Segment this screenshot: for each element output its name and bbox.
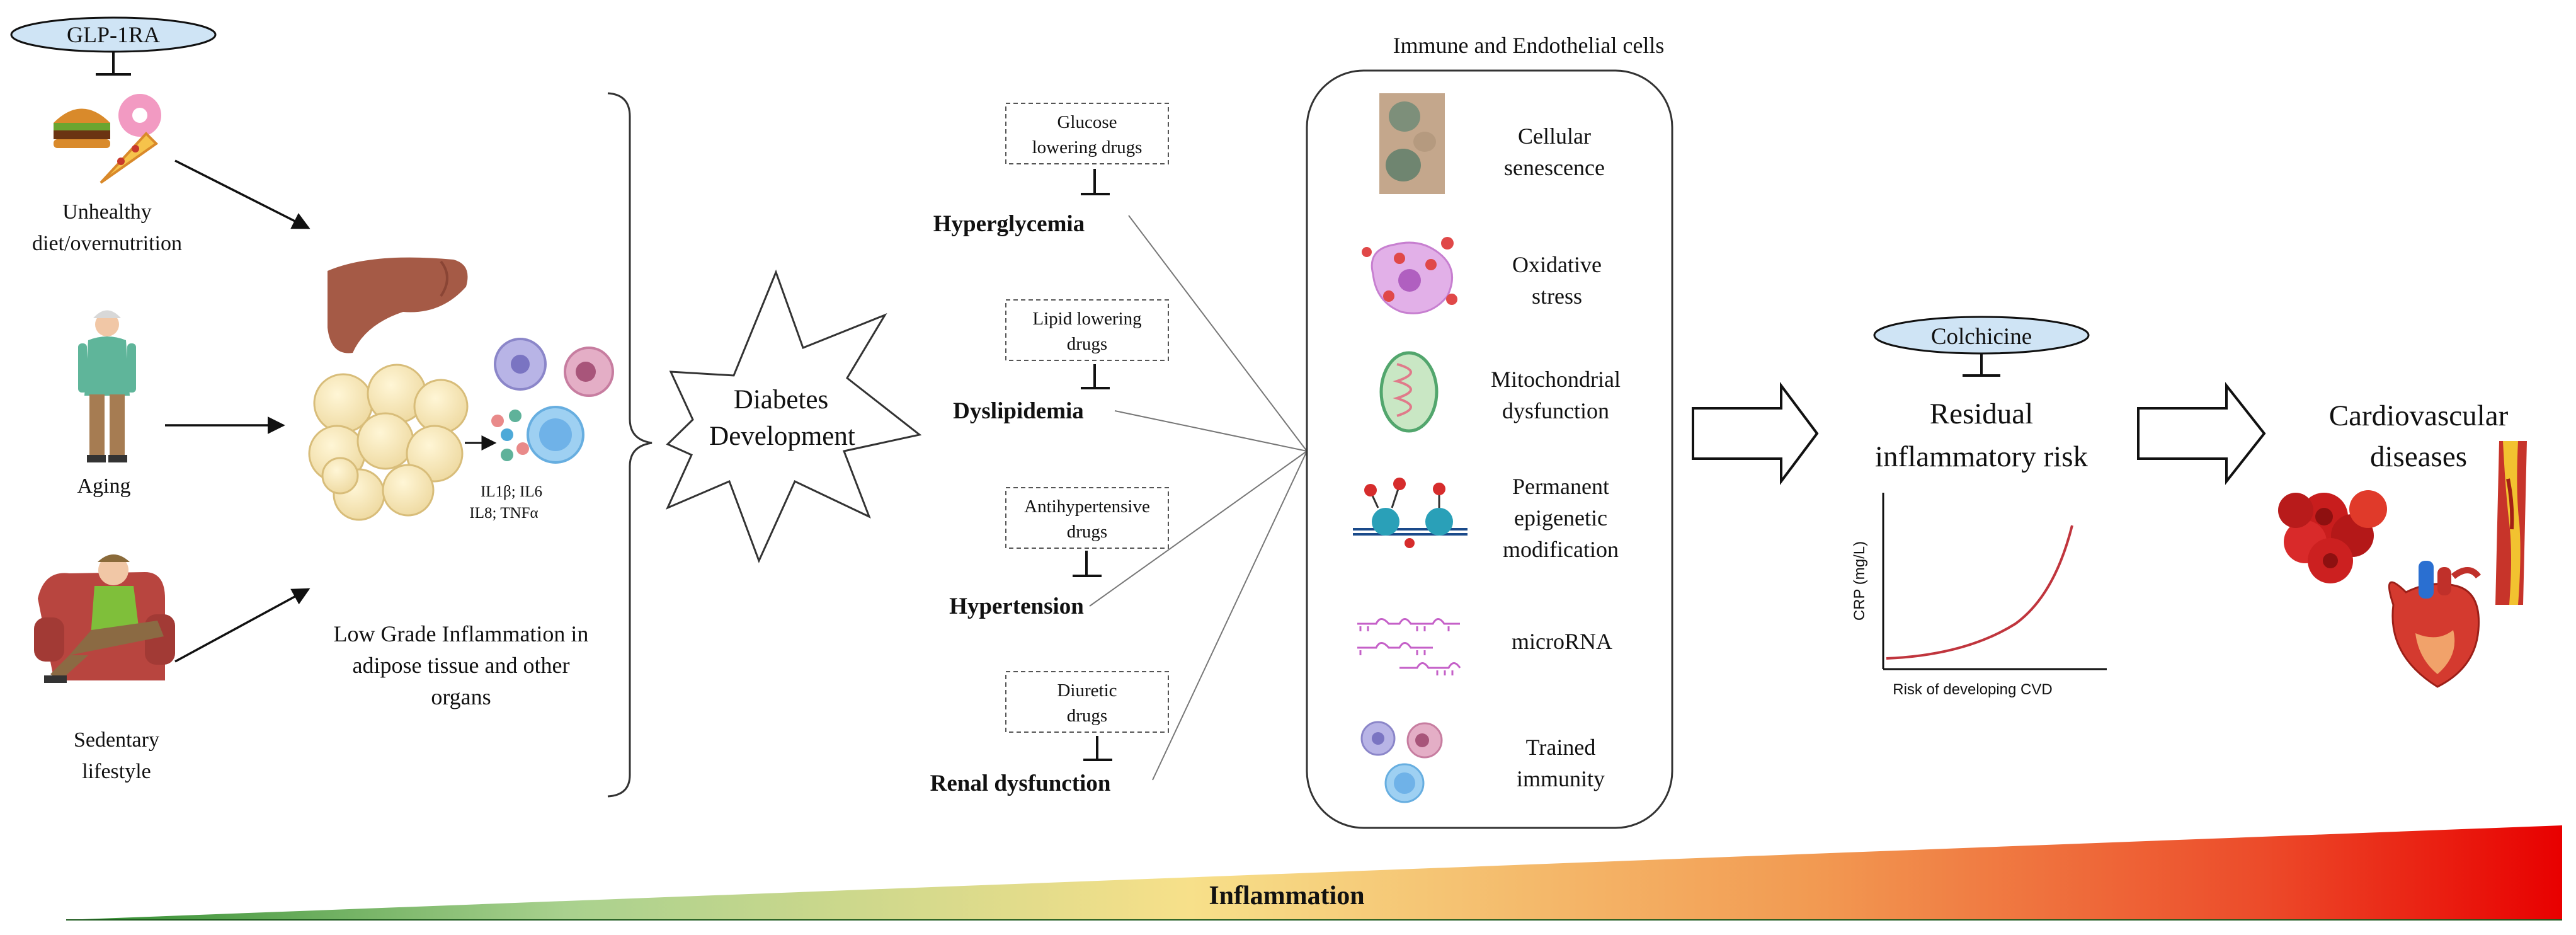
elderly-person-icon [78,310,136,462]
drug-diuretic-line1: Diuretic [1057,680,1117,701]
cells-panel-title: Immune and Endothelial cells [1393,33,1665,58]
condition-hyperglycemia: Glucose lowering drugs Hyperglycemia [933,103,1169,237]
residual-label-line1: Residual [1930,398,2033,430]
arrow-to-cvd [2137,382,2266,485]
graph-xlabel: Risk of developing CVD [1893,681,2052,698]
liver-icon [328,257,468,353]
drug-box-diuretic [1005,671,1169,733]
graph-ylabel: CRP (mg/L) [1851,541,1868,621]
trained-label-line1: Trained [1526,735,1596,760]
colchicine-label: Colchicine [1931,324,2032,350]
crp-risk-graph: CRP (mg/L) Risk of developing CVD [1851,493,2107,698]
drug-box-antihypertensive [1005,487,1169,549]
diet-label-line1: Unhealthy [62,200,152,224]
drug-lipid-line1: Lipid lowering [1032,309,1141,329]
condition-dyslipidemia: Lipid lowering drugs Dyslipidemia [953,299,1169,424]
inflammation-caption-line1: Low Grade Inflammation in [334,621,589,646]
drug-antihypertensive-line1: Antihypertensive [1024,496,1150,517]
drug-glucose-line2: lowering drugs [1032,137,1143,158]
epigenetic-label-line2: epigenetic [1514,505,1607,531]
junk-food-icon [54,94,161,184]
condition-hyperglycemia-label: Hyperglycemia [933,211,1085,237]
diabetes-label-line2: Development [709,422,855,451]
adipose-tissue-icon [308,364,469,521]
condition-renal-dysfunction: Diuretic drugs Renal dysfunction [930,671,1169,796]
cytokines-line1: IL1β; IL6 [481,483,542,500]
glp1ra-badge: GLP-1RA [10,16,217,76]
sedentary-arrow [174,588,311,663]
drug-diuretic-line2: drugs [1067,706,1107,726]
blood-clot-icon [2278,490,2387,583]
inflammation-bar-label: Inflammation [1209,881,1364,910]
colchicine-badge: Colchicine [1873,316,2090,377]
microrna-icon [1357,618,1461,675]
senescence-label-line1: Cellular [1518,123,1591,149]
converging-lines [1089,215,1308,781]
sedentary-person-icon [34,554,175,683]
aging-label: Aging [77,474,131,498]
mitochondrial-label-line1: Mitochondrial [1491,367,1621,392]
epigenetic-label-line3: modification [1503,537,1619,562]
diabetes-label-line1: Diabetes [734,385,828,415]
inflammation-gradient-bar [66,825,2562,920]
oxidative-label-line2: stress [1532,284,1582,309]
inflammation-caption-line2: adipose tissue and other [353,653,570,678]
arrow-to-residual-risk [1692,382,1819,485]
artery-plaque-icon [2495,441,2527,605]
drug-glucose-line1: Glucose [1057,112,1117,132]
cells-panel-box [1306,69,1673,829]
condition-hypertension: Antihypertensive drugs Hypertension [949,487,1169,619]
oxidative-stress-icon [1362,237,1457,314]
sedentary-label-line2: lifestyle [82,760,151,783]
mitochondria-icon [1379,351,1439,433]
diet-arrow [174,159,311,229]
cvd-label-line1: Cardiovascular [2329,399,2509,432]
senescence-icon [1379,93,1445,194]
trained-immunity-icon [1360,721,1443,803]
cvd-label-line2: diseases [2370,440,2467,473]
immune-cells-icon [491,338,614,464]
senescence-label-line2: senescence [1504,155,1605,180]
drug-lipid-line2: drugs [1067,334,1107,354]
glp1ra-label: GLP-1RA [67,22,160,47]
microrna-label: microRNA [1512,629,1612,654]
graph-curve [1886,525,2073,660]
drug-box-glucose [1005,103,1169,164]
diabetes-development-burst: Diabetes Development [666,269,922,563]
residual-label-line2: inflammatory risk [1875,440,2089,473]
condition-dyslipidemia-label: Dyslipidemia [953,398,1084,424]
epigenetic-label-line1: Permanent [1512,474,1609,499]
oxidative-label-line1: Oxidative [1512,252,1602,277]
condition-hypertension-label: Hypertension [949,594,1084,619]
mitochondrial-label-line2: dysfunction [1502,398,1609,423]
trained-label-line2: immunity [1517,766,1605,791]
drug-box-lipid [1005,299,1169,361]
inflammation-caption-line3: organs [431,684,491,709]
condition-renal-label: Renal dysfunction [930,771,1111,796]
heart-icon [2388,561,2481,688]
grouping-brace [607,92,653,798]
cytokines-line2: IL8; TNFα [469,505,538,522]
diet-label-line2: diet/overnutrition [32,232,182,255]
sedentary-label-line1: Sedentary [74,728,159,752]
drug-antihypertensive-line2: drugs [1067,522,1107,542]
epigenetic-nucleosome-icon [1353,478,1468,548]
